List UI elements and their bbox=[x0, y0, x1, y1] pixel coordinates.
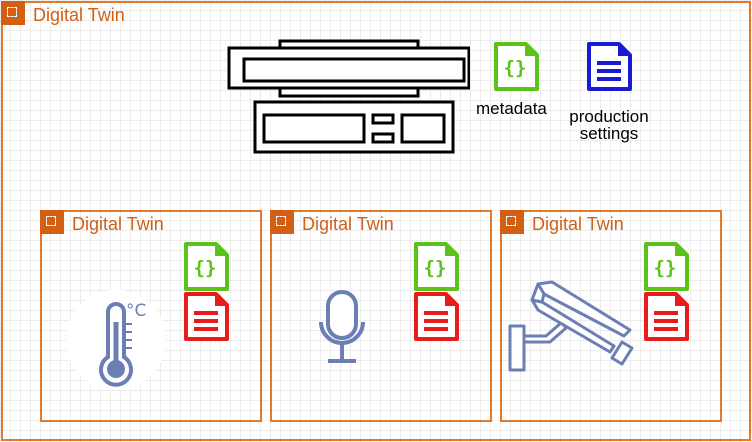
text-document-icon bbox=[414, 292, 459, 341]
unit-label: °C bbox=[126, 301, 146, 321]
metadata-label: metadata bbox=[476, 99, 547, 118]
production-settings-label: production settings bbox=[559, 108, 659, 142]
sub-digital-twin-title: Digital Twin bbox=[302, 214, 394, 234]
microphone-icon bbox=[319, 290, 365, 363]
svg-text:{}: {} bbox=[654, 257, 677, 279]
svg-text:{}: {} bbox=[504, 57, 527, 79]
svg-text:{}: {} bbox=[424, 257, 447, 279]
production-settings-label-line1: production bbox=[569, 107, 649, 126]
outer-digital-twin-title: Digital Twin bbox=[33, 5, 125, 25]
text-document-icon bbox=[644, 292, 689, 341]
sub-digital-twin-thermometer: Digital Twin bbox=[40, 210, 262, 422]
sub-digital-twin-microphone: Digital Twin bbox=[270, 210, 492, 422]
digital-twin-icon bbox=[40, 210, 64, 234]
json-document-icon: {} bbox=[644, 242, 689, 291]
text-document-icon bbox=[184, 292, 229, 341]
sub-digital-twin-camera: Digital Twin bbox=[500, 210, 722, 422]
digital-twin-icon bbox=[1, 1, 25, 25]
production-settings-document-icon bbox=[587, 42, 632, 91]
metadata-json-document-icon: {} bbox=[494, 42, 539, 91]
thermometer-icon: °C bbox=[66, 290, 166, 390]
digital-twin-icon bbox=[270, 210, 294, 234]
production-machine-icon bbox=[227, 39, 470, 154]
svg-text:{}: {} bbox=[194, 257, 217, 279]
security-camera-icon bbox=[508, 280, 634, 372]
sub-digital-twin-title: Digital Twin bbox=[72, 214, 164, 234]
production-settings-label-line2: settings bbox=[579, 124, 639, 143]
sub-digital-twin-title: Digital Twin bbox=[532, 214, 624, 234]
json-document-icon: {} bbox=[414, 242, 459, 291]
json-document-icon: {} bbox=[184, 242, 229, 291]
digital-twin-icon bbox=[500, 210, 524, 234]
